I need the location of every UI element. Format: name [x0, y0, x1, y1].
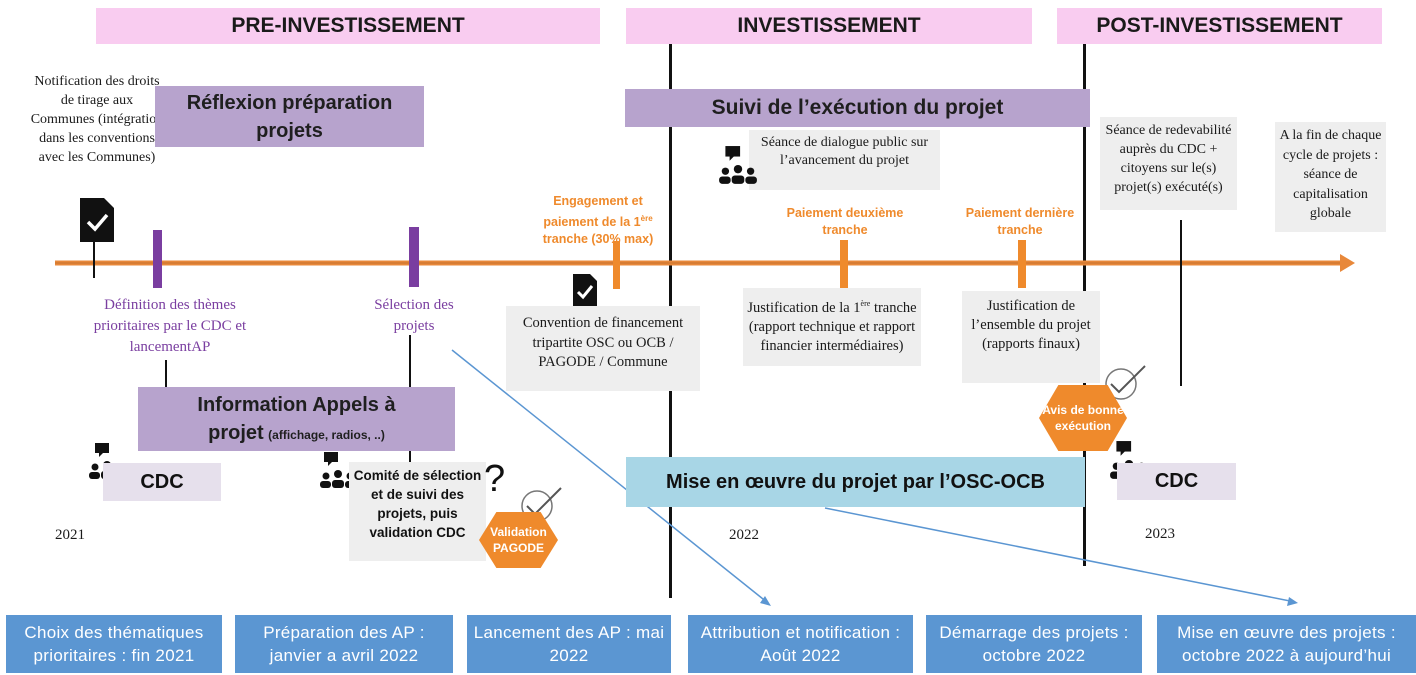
justif1-post: tranche (rapport technique et rapport fi… — [748, 299, 917, 354]
bottom-step-mise-en-oeuvre: Mise en œuvre des projets : octobre 2022… — [1157, 615, 1416, 673]
meeting-icon — [719, 146, 757, 184]
avis-label: Avis de bonne exécution — [1042, 403, 1124, 433]
year-2023: 2023 — [1145, 526, 1175, 542]
paiement-deuxieme-label: Paiement deuxième tranche — [786, 206, 904, 237]
year-2021: 2021 — [55, 527, 85, 543]
cdc-box-left: CDC — [103, 463, 221, 501]
question-mark: ? — [484, 458, 506, 500]
year-2022: 2022 — [729, 527, 759, 543]
justification-ensemble-text: Justification de l’ensemble du projet (r… — [962, 291, 1100, 383]
engagement-post: tranche (30% max) — [542, 232, 654, 247]
justif1-sup: ère — [860, 299, 871, 308]
fin-cycle-text: A la fin de chaque cycle de projets : sé… — [1275, 122, 1386, 232]
marker-paiement-deuxieme — [840, 240, 848, 288]
convention-text: Convention de financement tripartite OSC… — [506, 306, 700, 391]
mise-en-oeuvre-box: Mise en œuvre du projet par l’OSC-OCB — [626, 457, 1085, 507]
phase-investissement: INVESTISSEMENT — [626, 8, 1032, 44]
marker-paiement-derniere — [1018, 240, 1026, 288]
bottom-step-choix: Choix des thématiques prioritaires : fin… — [6, 615, 222, 673]
bottom-step-preparation: Préparation des AP : janvier a avril 202… — [235, 615, 453, 673]
engagement-pre: Engagement et paiement de la 1 — [543, 194, 643, 230]
avis-bonne-execution-hex: Avis de bonne exécution — [1039, 385, 1127, 451]
meeting-icon — [320, 452, 356, 488]
phase-pre-investissement: PRE-INVESTISSEMENT — [96, 8, 600, 44]
engagement-sup: ère — [640, 214, 653, 223]
info-small: (affichage, radios, ..) — [268, 428, 385, 442]
checkmark-circle-icon — [1105, 365, 1146, 400]
selection-projets-text: Sélection des projets — [374, 297, 454, 334]
bottom-step-attribution: Attribution et notification : Août 2022 — [688, 615, 913, 673]
marker-definition — [153, 230, 162, 288]
info-projet: projet — [208, 422, 264, 444]
document-check-icon — [573, 274, 597, 306]
reflexion-box: Réflexion préparation projets — [155, 86, 424, 147]
engagement-label: Engagement et paiement de la 1ère tranch… — [528, 193, 668, 248]
marker-engagement — [613, 241, 620, 289]
info-title: Information Appels à — [197, 394, 396, 416]
bottom-step-lancement: Lancement des AP : mai 2022 — [467, 615, 671, 673]
validation-pagode-hex: Validation PAGODE — [479, 512, 558, 568]
suivi-execution-box: Suivi de l’exécution du projet — [625, 89, 1090, 127]
definition-themes-text: Définition des thèmes prioritaires par l… — [93, 297, 247, 355]
timeline-arrowhead — [1340, 254, 1355, 272]
phase-post-investissement: POST-INVESTISSEMENT — [1057, 8, 1382, 44]
justification-premiere-text: Justification de la 1ère tranche (rappor… — [743, 288, 921, 366]
cdc-box-right: CDC — [1117, 463, 1236, 500]
justif1-pre: Justification de la 1 — [747, 299, 861, 316]
notification-text: Notification des droits de tirage aux Co… — [30, 74, 164, 165]
paiement-derniere-label: Paiement dernière tranche — [965, 206, 1075, 237]
seance-dialogue-text: Séance de dialogue public sur l’avanceme… — [749, 130, 940, 190]
marker-selection — [409, 227, 419, 287]
information-appels-box: Information Appels à projet (affichage, … — [138, 387, 455, 451]
comite-selection-text: Comité de sélection et de suivi des proj… — [349, 462, 486, 561]
validation-label: Validation PAGODE — [490, 525, 547, 555]
fin-cycle-label: A la fin de chaque cycle de projets : sé… — [1279, 128, 1382, 221]
seance-redevabilite-text: Séance de redevabilité auprès du CDC + c… — [1100, 117, 1237, 210]
bottom-step-demarrage: Démarrage des projets : octobre 2022 — [926, 615, 1142, 673]
document-check-icon — [80, 198, 114, 242]
